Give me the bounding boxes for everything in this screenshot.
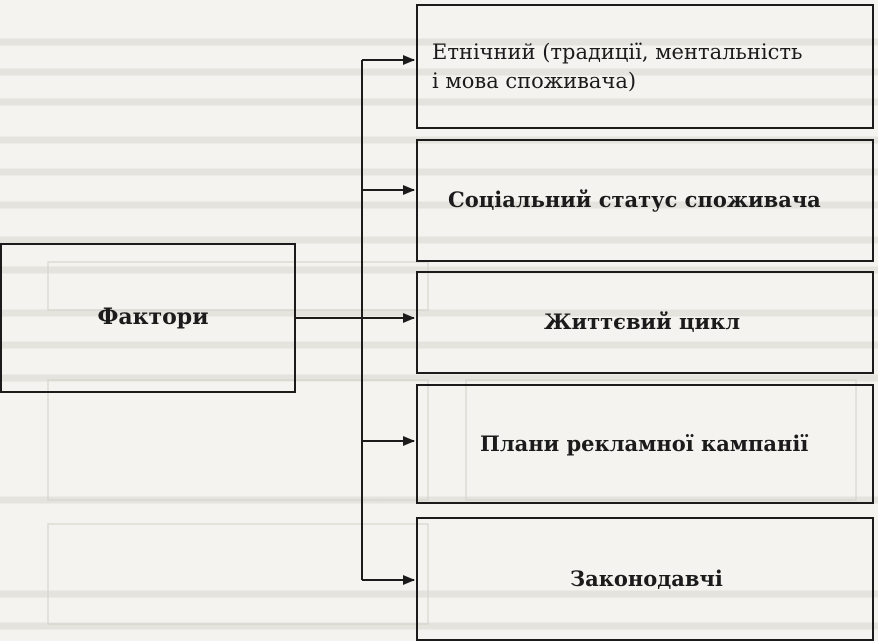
- legislative-factor-box: Законодавчі: [416, 517, 874, 641]
- ad-campaign-plans-factor-box: Плани рекламної кампанії: [416, 384, 874, 504]
- ethnic-factor-line1: Етнічний (традиції, ментальність: [432, 40, 803, 65]
- ethnic-factor-text: Етнічний (традиції, ментальність і мова …: [432, 38, 802, 95]
- factors-box: Фактори: [0, 243, 296, 393]
- factors-label: Фактори: [97, 304, 209, 331]
- life-cycle-factor-label: Життєвий цикл: [544, 309, 741, 335]
- social-status-factor-box: Соціальний статус споживача: [416, 139, 874, 262]
- ethnic-factor-box: Етнічний (традиції, ментальність і мова …: [416, 4, 874, 129]
- social-status-factor-label: Соціальний статус споживача: [448, 187, 821, 213]
- ethnic-factor-line2: і мова споживача): [432, 68, 637, 93]
- legislative-factor-label: Законодавчі: [570, 565, 723, 591]
- life-cycle-factor-box: Життєвий цикл: [416, 271, 874, 374]
- ad-campaign-plans-factor-label: Плани рекламної кампанії: [480, 430, 809, 456]
